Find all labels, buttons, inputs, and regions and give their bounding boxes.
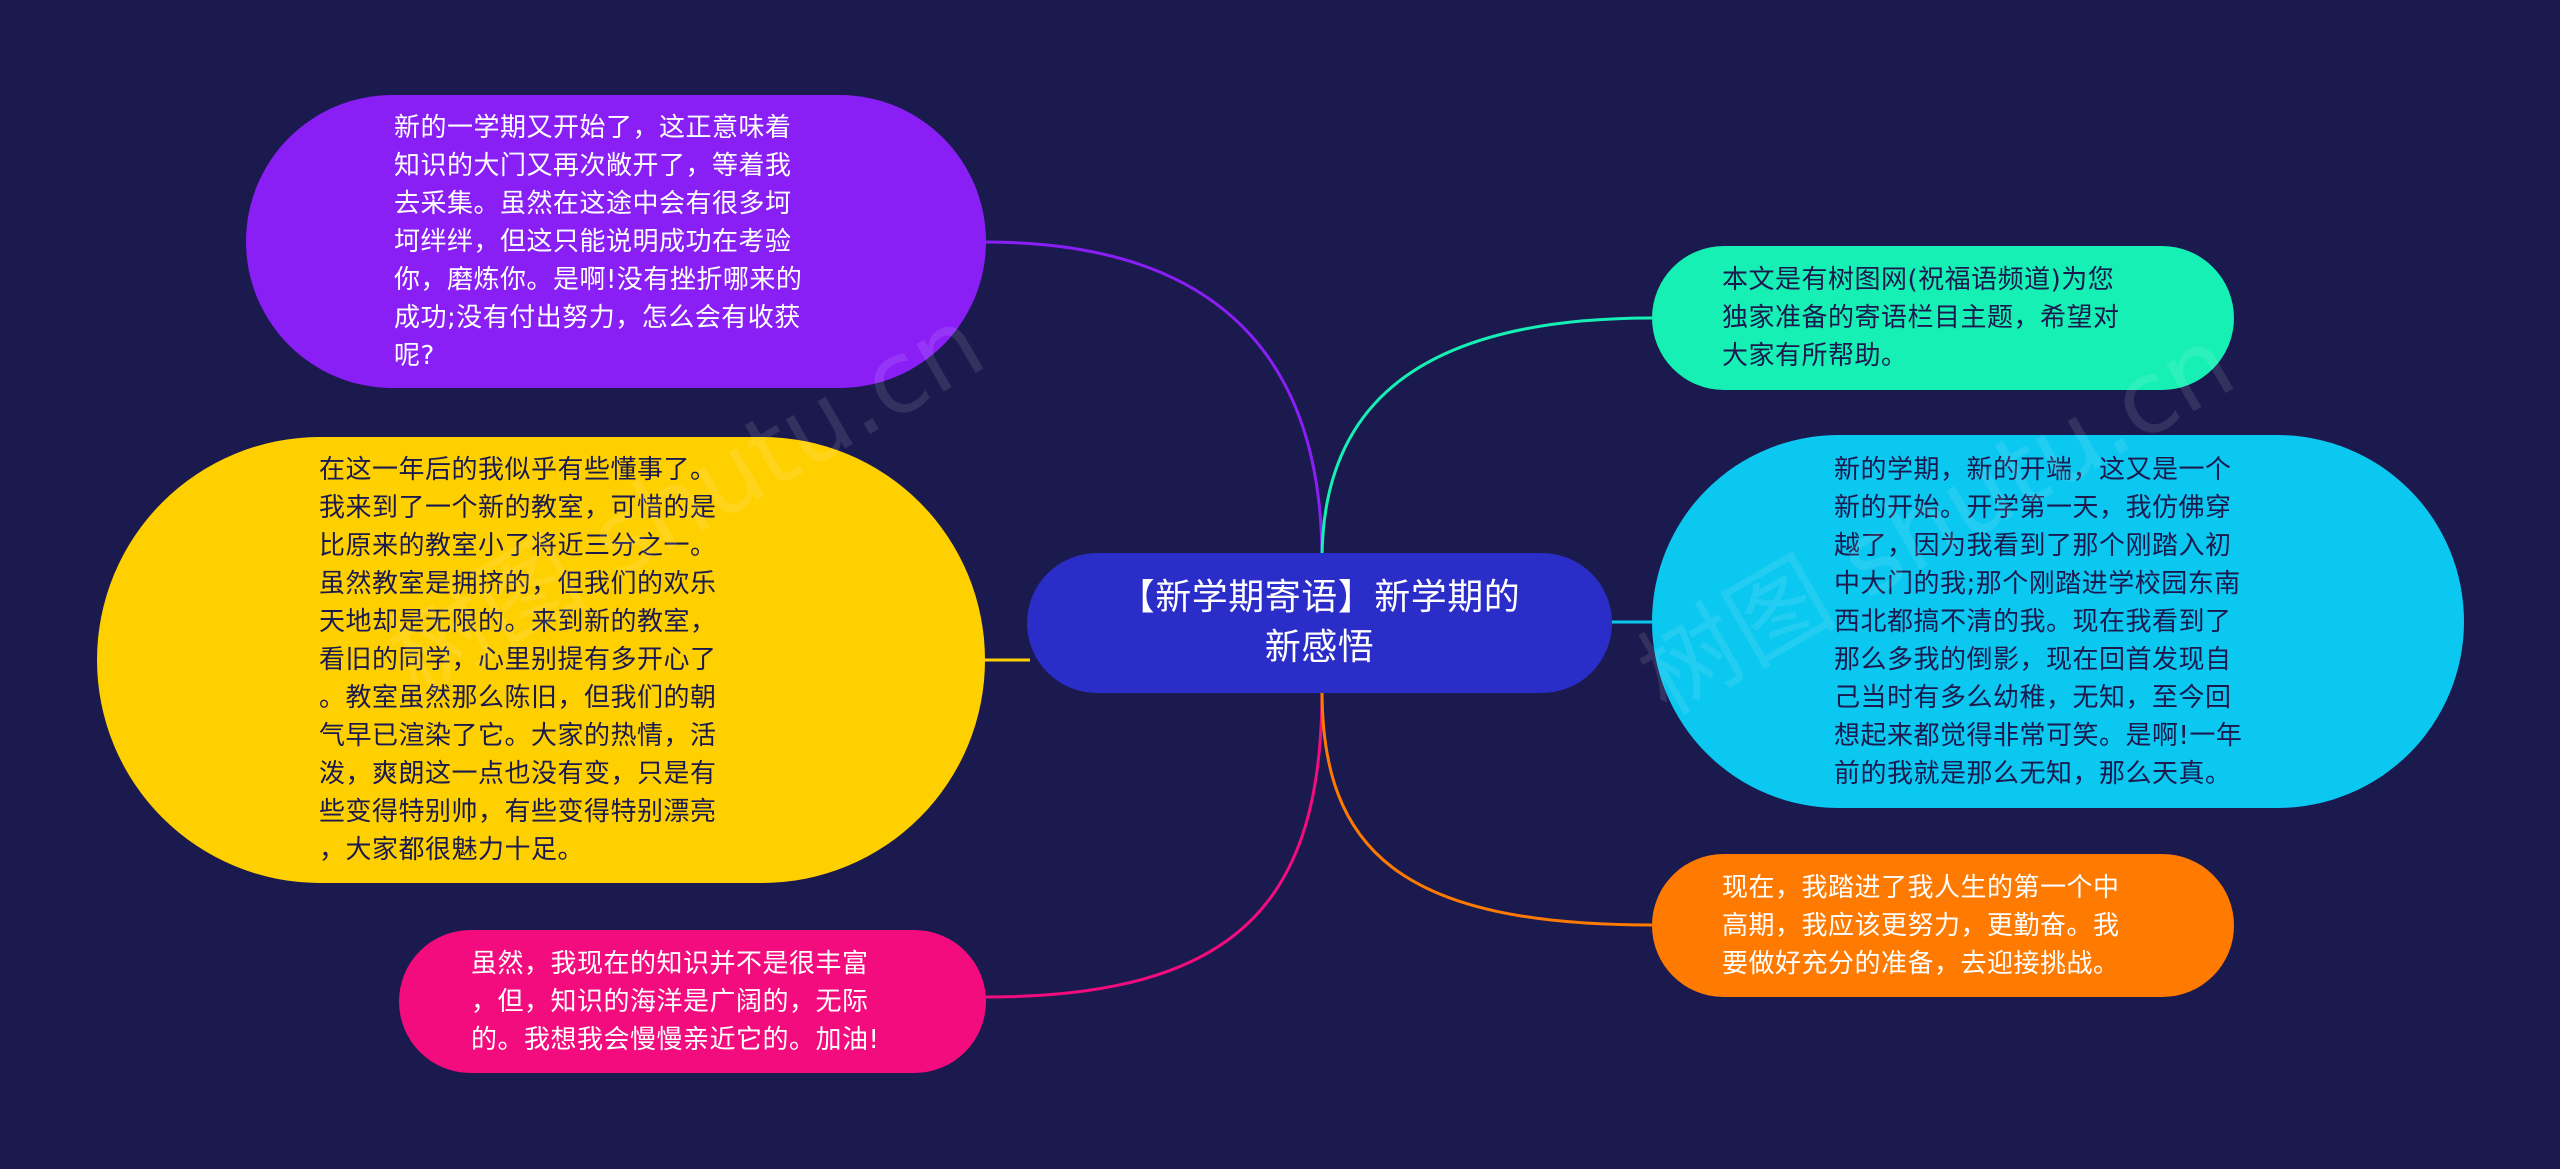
connector-pink [984,689,1324,999]
branch-text-knowledge: 虽然，我现在的知识并不是很丰富 ，但，知识的海洋是广阔的，无际 的。我想我会慢慢… [471,948,880,1055]
central-topic-text: 【新学期寄语】新学期的 新感悟 [1118,577,1521,668]
central-topic-node[interactable]: 【新学期寄语】新学期的 新感悟 [1027,553,1612,693]
branch-node-new-start[interactable]: 新的学期，新的开端，这又是一个 新的开始。开学第一天，我仿佛穿 越了，因为我看到… [1652,435,2464,808]
branch-text-new-classroom: 在这一年后的我似乎有些懂事了。 我来到了一个新的教室，可惜的是 比原来的教室小了… [319,455,717,865]
branch-node-challenge[interactable]: 现在，我踏进了我人生的第一个中 高期，我应该更努力，更勤奋。我 要做好充分的准备… [1652,854,2234,997]
branch-node-knowledge[interactable]: 虽然，我现在的知识并不是很丰富 ，但，知识的海洋是广阔的，无际 的。我想我会慢慢… [399,930,986,1073]
connector-purple [984,240,1324,561]
branch-text-new-start: 新的学期，新的开端，这又是一个 新的开始。开学第一天，我仿佛穿 越了，因为我看到… [1834,454,2243,789]
branch-node-intro[interactable]: 本文是有树图网(祝福语频道)为您 独家准备的寄语栏目主题，希望对 大家有所帮助。 [1652,246,2234,390]
connector-green [1320,316,1653,561]
connector-orange [1320,689,1653,927]
branch-node-new-classroom[interactable]: 在这一年后的我似乎有些懂事了。 我来到了一个新的教室，可惜的是 比原来的教室小了… [97,437,985,883]
branch-node-new-semester[interactable]: 新的一学期又开始了，这正意味着 知识的大门又再次敞开了，等着我 去采集。虽然在这… [246,95,986,388]
branch-text-new-semester: 新的一学期又开始了，这正意味着 知识的大门又再次敞开了，等着我 去采集。虽然在这… [394,112,803,371]
branch-text-intro: 本文是有树图网(祝福语频道)为您 独家准备的寄语栏目主题，希望对 大家有所帮助。 [1722,265,2120,371]
branch-text-challenge: 现在，我踏进了我人生的第一个中 高期，我应该更努力，更勤奋。我 要做好充分的准备… [1722,872,2120,979]
